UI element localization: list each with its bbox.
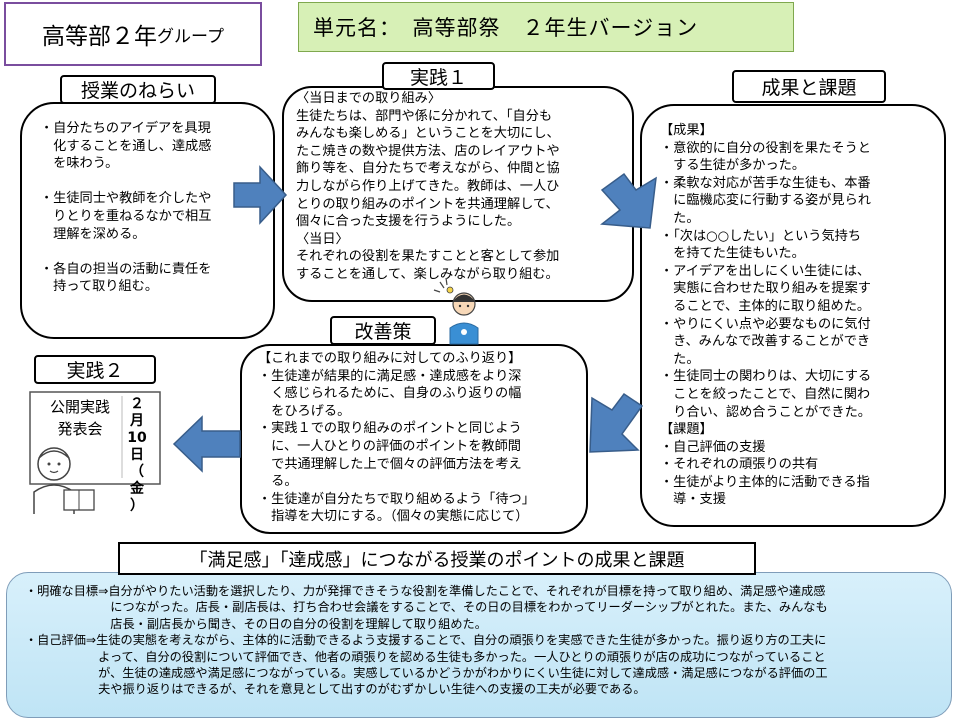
summary-title: 「満足感」「達成感」につながる授業のポイントの成果と課題 <box>118 542 756 575</box>
summary-line: が、生徒の達成感や満足感につながっている。実感しているかどうかがわかりにくい生徒… <box>25 666 828 681</box>
results-line: ることで、主体的に取り組めた。 <box>660 298 871 314</box>
results-line: ・生徒がより主体的に活動できる指 <box>660 474 870 490</box>
aims-line: 持って取り組む。 <box>40 279 159 295</box>
results-line: ・やりにくい点や必要なものに気付 <box>660 316 871 332</box>
results-line: た。 <box>660 210 700 226</box>
board-date-char: ２ <box>130 396 144 412</box>
arrow-results-to-improve <box>589 392 644 453</box>
practice1-line: たこ焼きの数や提供方法、店のレイアウトや <box>296 143 560 159</box>
practice1-line: 〈当日〉 <box>296 231 349 247</box>
results-line: り合い、認め合うことができた。 <box>660 404 871 420</box>
practice1-line: 〈当日までの取り組み〉 <box>296 91 442 106</box>
results-line: 導・支援 <box>660 492 726 508</box>
board-text: 公開実践発表会 <box>40 396 120 440</box>
improve-line: 【これまでの取り組みに対してのふり返り】 <box>258 351 522 366</box>
summary-line: ・明確な目標⇒自分がやりたい活動を選択したり、力が発揮できそうな役割を準備したこ… <box>25 584 826 598</box>
improve-line: ・実践１での取り組みのポイントと同じよう <box>258 421 522 437</box>
summary-line: につながった。店長・副店長は、打ち合わせ会議をすることで、その日の目標をわかって… <box>25 600 828 615</box>
summary-panel: ・明確な目標⇒自分がやりたい活動を選択したり、力が発揮できそうな役割を準備したこ… <box>6 572 952 718</box>
results-line: き、みんなで改善することができ <box>660 334 871 350</box>
teacher-figure <box>33 447 95 514</box>
results-line: を持てた生徒もいた。 <box>660 246 805 262</box>
improve-line: る。 <box>258 474 298 490</box>
aims-line: を味わう。 <box>40 156 119 172</box>
improve-box <box>240 344 588 534</box>
results-line: た。 <box>660 351 700 367</box>
improve-line: をひろげる。 <box>258 403 351 419</box>
aims-line: 化することを通し、達成感 <box>40 138 212 154</box>
idea-spark-icon <box>433 277 454 294</box>
arrow-practice1-to-results <box>600 172 657 229</box>
aims-box <box>20 102 275 339</box>
aims-text: ・自分たちのアイデアを具現 化することを通し、達成感 を味わう。 ・生徒同士や教… <box>40 120 265 296</box>
results-line: する生徒が多かった。 <box>660 158 806 174</box>
practice1-line: 力しながら作り上げてきた。教師は、一人ひ <box>296 178 560 194</box>
improve-line: 指導を大切にする。（個々の実態に応じて） <box>258 509 529 525</box>
practice1-line: みんなも楽しめる」ということを大切にし、 <box>296 126 560 142</box>
results-line: ・自己評価の支援 <box>660 439 766 455</box>
results-line: 【成果】 <box>660 123 713 138</box>
practice1-line: 飾り等を、自分たちで考えながら、仲間と協 <box>296 161 560 177</box>
results-box <box>640 104 946 527</box>
board-line: 公開実践 <box>49 398 110 416</box>
arrow-aims-to-practice1 <box>233 165 288 225</box>
group-label: 高等部２年グループ <box>4 2 262 66</box>
arrow-improve-to-practice2 <box>172 415 241 473</box>
results-label: 成果と課題 <box>732 70 886 103</box>
practice1-line: 個々に合った支援を行うようにした。 <box>296 214 521 230</box>
board-date-char: 金 <box>130 481 144 497</box>
student-illustration <box>433 277 479 345</box>
results-text: 【成果】・意欲的に自分の役割を果たそうと する生徒が多かった。・柔軟な対応が苦手… <box>660 122 944 509</box>
results-line: 【課題】 <box>660 422 713 438</box>
aims-line: 理解を深める。 <box>40 226 146 242</box>
improve-line: ・生徒達が自分たちで取り組めるよう「待つ」 <box>258 491 535 507</box>
practice1-line: することを通して、楽しみながら取り組む。 <box>296 266 559 282</box>
improve-line: ・生徒達が結果的に満足感・達成感をより深 <box>258 368 522 384</box>
aims-line <box>40 243 265 261</box>
summary-line: よって、自分の役割について評価でき、他者の頑張りを認める生徒も多かった。一人ひと… <box>25 649 826 664</box>
aims-line: ・各自の担当の活動に責任を <box>40 261 212 277</box>
aims-line: りとりを重ねるなかで相互 <box>40 208 212 224</box>
practice1-line: それぞれの役割を果たすことと客として参加 <box>296 249 560 265</box>
aims-line: ・生徒同士や教師を介したや <box>40 191 212 207</box>
student-figure <box>449 292 479 345</box>
board-date-char: （ <box>130 464 144 480</box>
board-line: 発表会 <box>57 420 103 438</box>
improve-text: 【これまでの取り組みに対してのふり返り】・生徒達が結果的に満足感・達成感をより深… <box>258 350 586 526</box>
results-line: ・柔軟な対応が苦手な生徒も、本番 <box>660 175 871 191</box>
results-line: ことを絞ったことで、自然に関わ <box>660 386 871 402</box>
board-date-char: 日 <box>130 447 144 463</box>
results-line: ・それぞれの頑張りの共有 <box>660 457 819 473</box>
practice1-line: 生徒たちは、部門や係に分かれて、「自分も <box>296 108 553 124</box>
results-line: ・生徒同士の関わりは、大切にする <box>660 369 872 385</box>
improve-line: に、一人ひとりの評価のポイントを教師間 <box>258 438 521 454</box>
aims-label: 授業のねらい <box>60 75 216 104</box>
practice2-label: 実践２ <box>34 355 156 384</box>
improve-label: 改善策 <box>330 316 436 345</box>
teacher-board-illustration <box>29 391 161 514</box>
improve-line: で共通理解した上で個々の評価方法を考え <box>258 456 522 472</box>
board-date-char: 10 <box>127 430 147 446</box>
results-line: ・「次は○○したい」という気持ち <box>660 228 862 244</box>
summary-line: 店長・副店長から聞き、その日の自分の役割を理解して取り組めた。 <box>25 616 487 631</box>
practice1-text: 〈当日までの取り組み〉生徒たちは、部門や係に分かれて、「自分もみんなも楽しめる」… <box>296 90 630 284</box>
results-line: ・アイデアを出しにくい生徒には、 <box>660 263 871 279</box>
board-date-char: 月 <box>130 413 144 429</box>
unit-title: 単元名： 高等部祭 ２年生バージョン <box>298 2 794 52</box>
summary-line: ・自己評価⇒生徒の実態を考えながら、主体的に活動できるよう支援することで、自分の… <box>25 633 827 648</box>
practice1-line: とりの取り組みのポイントを共通理解して、 <box>296 196 559 212</box>
improve-line: く感じられるために、自身のふり返りの幅 <box>258 386 522 402</box>
results-line: 実態に合わせた取り組みを提案す <box>660 281 871 297</box>
board-date-char: ） <box>130 498 144 514</box>
summary-line: 夫や振り返りはできるが、それを意見として出すのがむずかしい生徒への支援の工夫が必… <box>25 682 646 697</box>
results-line: ・意欲的に自分の役割を果たそうと <box>660 140 871 156</box>
group-suffix: グループ <box>157 26 224 47</box>
aims-line: ・自分たちのアイデアを具現 <box>40 121 211 136</box>
results-line: に臨機応変に行動する姿が見られ <box>660 193 871 209</box>
practice1-label: 実践１ <box>382 62 495 90</box>
group-name: 高等部２年 <box>42 24 157 50</box>
